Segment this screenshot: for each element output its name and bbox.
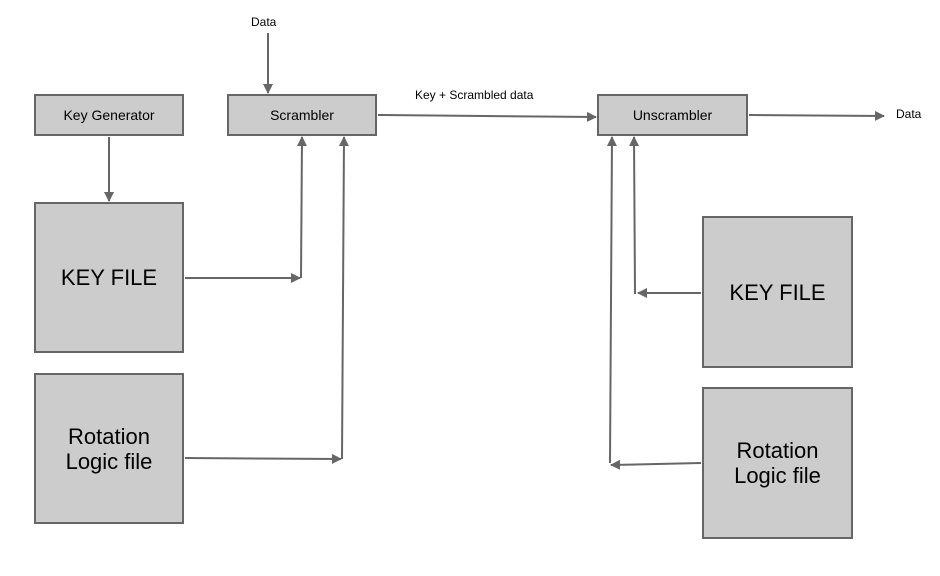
scrambler-box: Scrambler [227,94,377,136]
scrambler-label: Scrambler [270,107,334,123]
rotation-logic-left-label: Rotation Logic file [65,423,153,474]
arrow-scrambler-to-unscrambler [377,111,597,122]
arrow-rotation-to-junction [184,453,342,464]
data-input-label: Data [251,15,277,29]
key-file-left-label: KEY FILE [60,265,158,290]
arrow-junction2-to-scrambler [338,136,349,460]
key-file-right-box: KEY FILE [702,216,853,368]
rotation-logic-right-box: Rotation Logic file [702,387,853,539]
key-scrambled-data-label: Key + Scrambled data [415,88,534,102]
data-output-label: Data [896,107,922,121]
key-file-left-box: KEY FILE [34,202,184,353]
unscrambler-box: Unscrambler [597,94,748,136]
key-file-right-label: KEY FILE [729,279,826,305]
arrow-junction-to-scrambler [296,136,307,279]
arrow-junction2-to-unscrambler [606,136,617,464]
arrow-rotation-right-to-junction [610,459,702,470]
unscrambler-label: Unscrambler [632,107,713,123]
rotation-logic-right-label: Rotation Logic file [734,438,821,488]
rotation-logic-left-box: Rotation Logic file [34,373,184,524]
key-generator-box: Key Generator [34,94,184,136]
arrow-junction-to-unscrambler [629,136,640,295]
arrow-unscrambler-to-data [748,110,885,121]
key-generator-label: Key Generator [63,107,155,123]
